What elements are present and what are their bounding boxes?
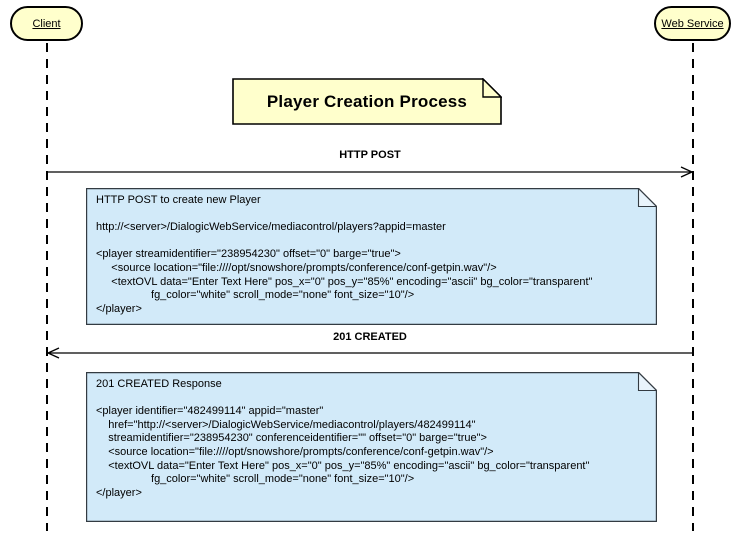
title-note: Player Creation Process — [232, 78, 502, 125]
arrow-left-icon — [47, 347, 693, 359]
message-response-label: 201 CREATED — [333, 331, 407, 343]
note-shape-icon — [86, 188, 657, 325]
lifeline-web-service — [692, 43, 694, 531]
note-response-details: 201 CREATED Response <player identifier=… — [86, 372, 657, 522]
note-request-details: HTTP POST to create new Player http://<s… — [86, 188, 657, 325]
lifeline-client — [46, 43, 48, 531]
actor-web-service: Web Service — [654, 6, 731, 41]
note-request-text: HTTP POST to create new Player http://<s… — [96, 194, 593, 315]
diagram-title: Player Creation Process — [266, 91, 468, 111]
actor-client: Client — [10, 6, 83, 41]
note-shape-icon — [86, 372, 657, 522]
note-shape-icon — [232, 78, 502, 125]
message-request-label: HTTP POST — [339, 149, 401, 161]
note-response-text: 201 CREATED Response <player identifier=… — [96, 378, 590, 499]
arrow-right-icon — [47, 166, 693, 178]
actor-web-service-label: Web Service — [661, 17, 724, 30]
actor-client-label: Client — [32, 17, 61, 30]
